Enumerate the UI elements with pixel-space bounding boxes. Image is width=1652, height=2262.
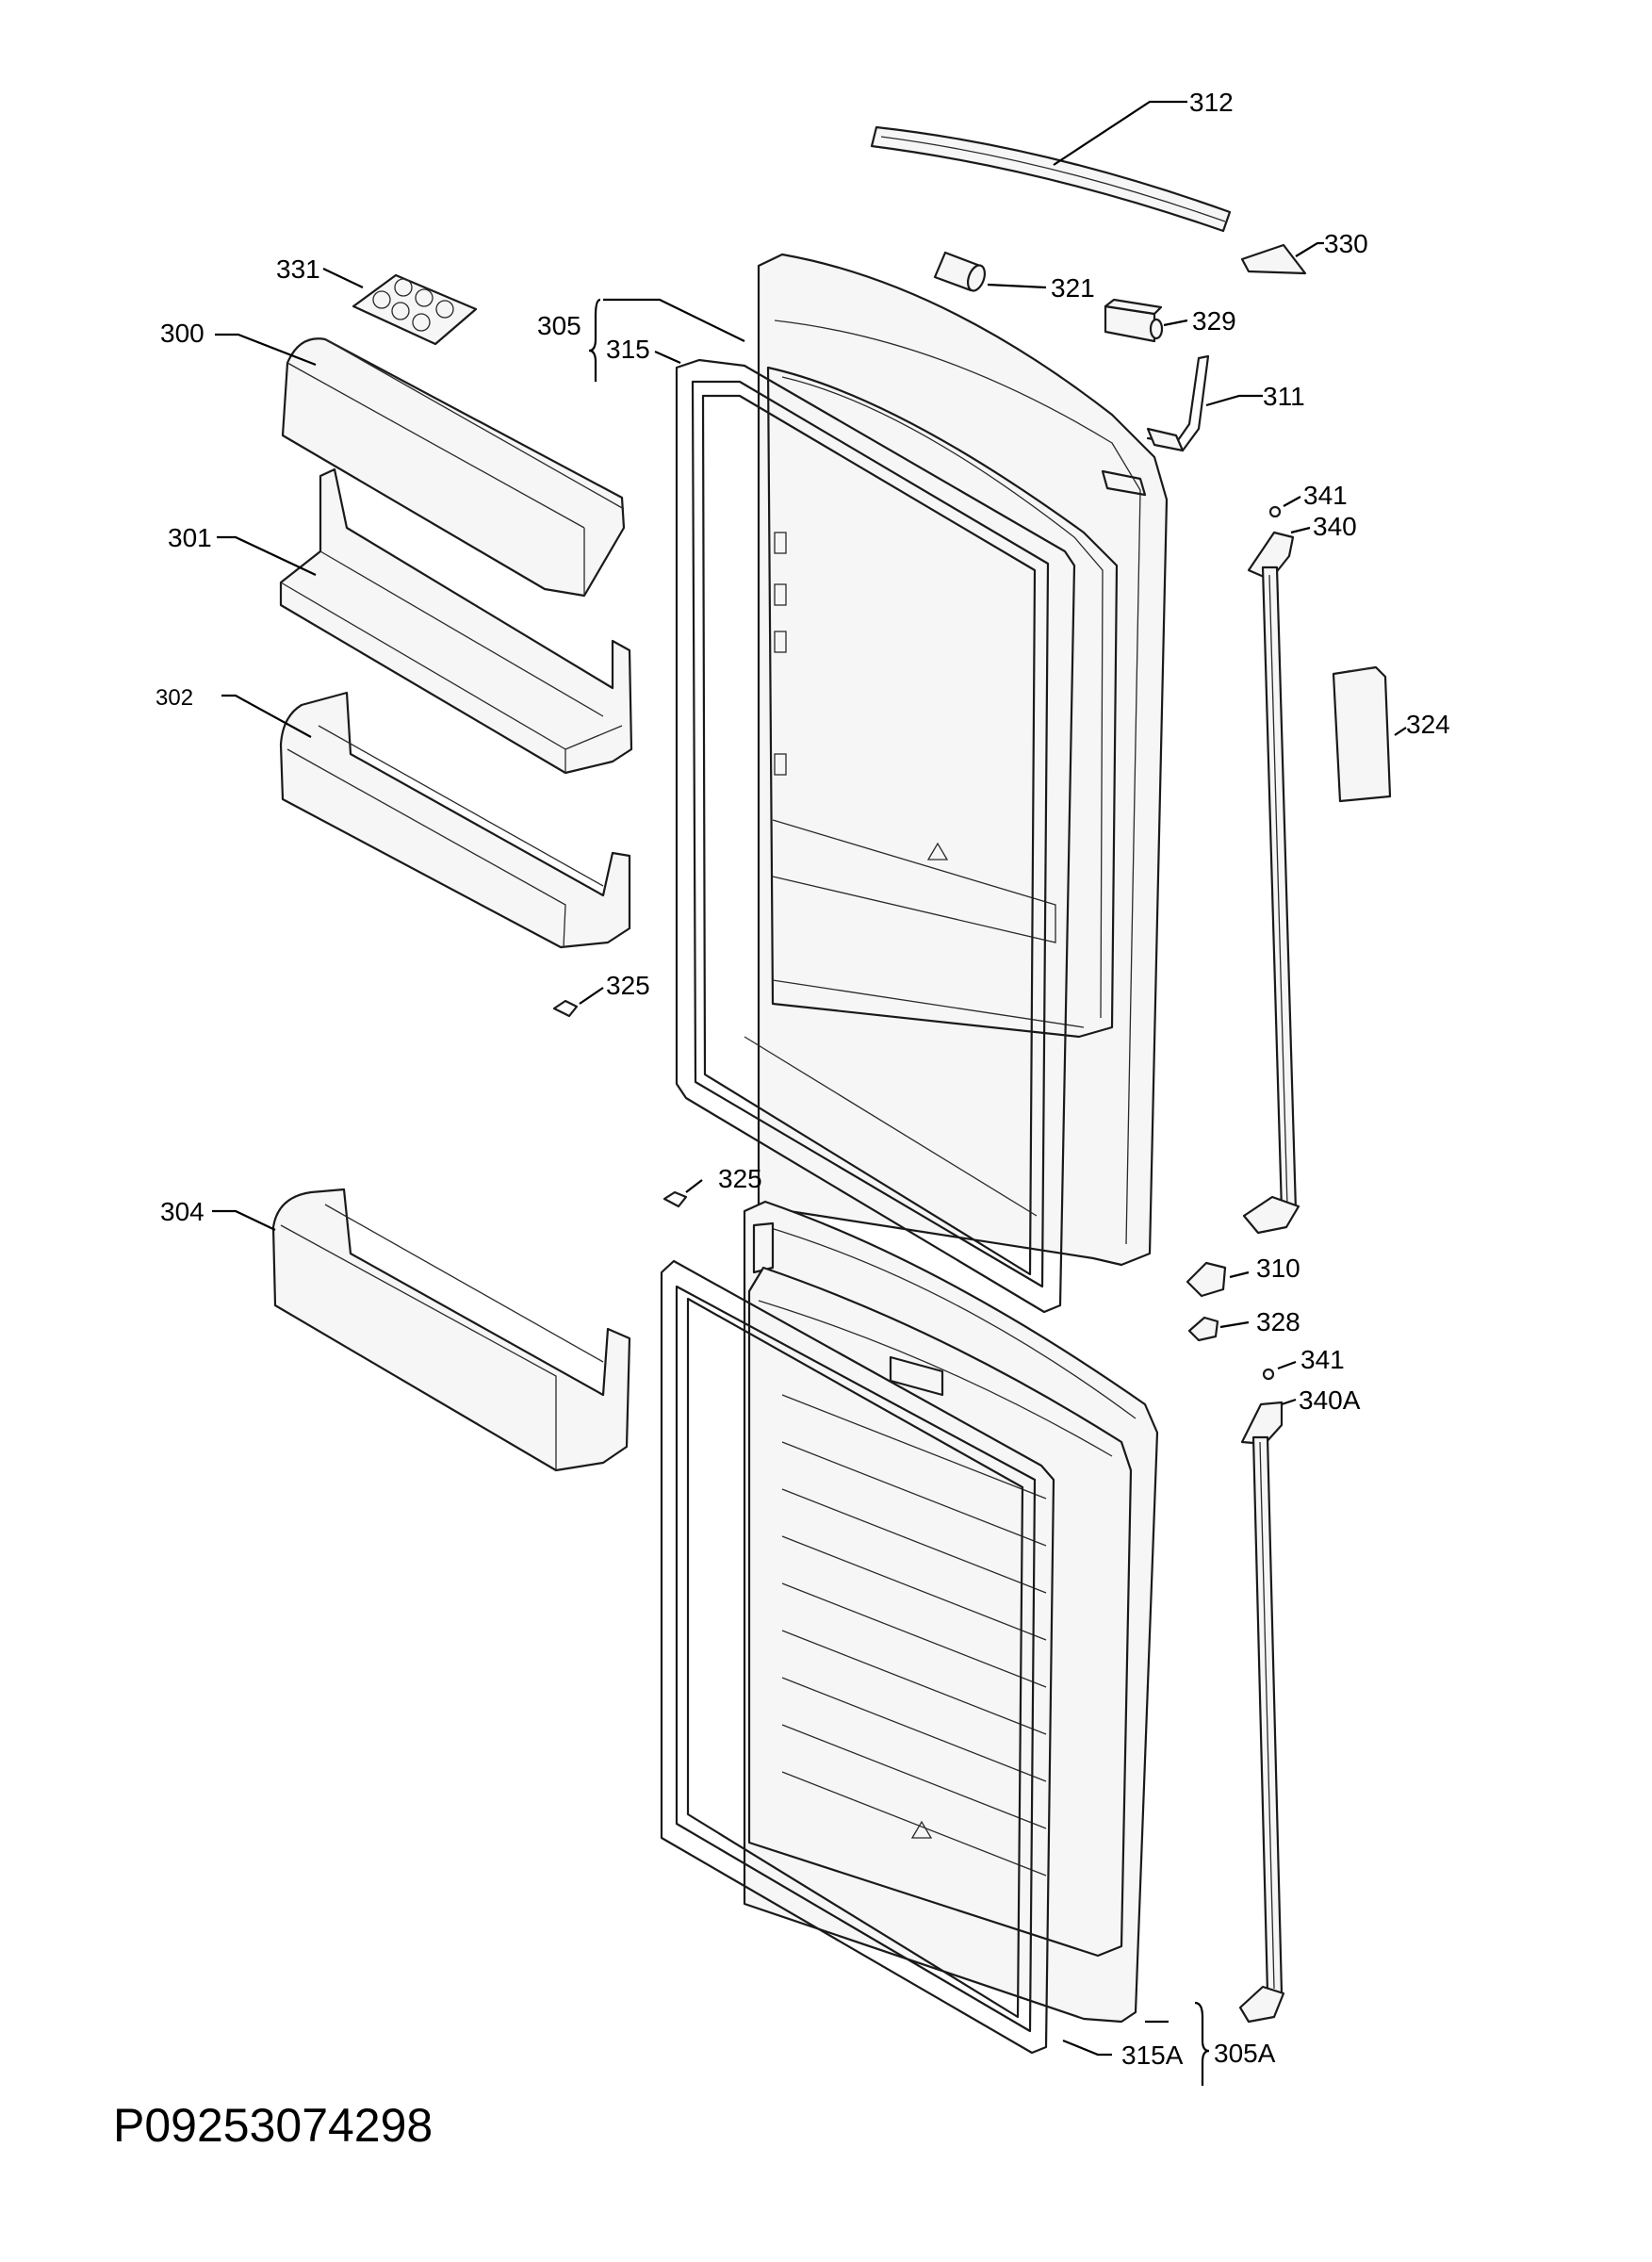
callout-324: 324 [1406, 710, 1450, 739]
part-341-screw-lower [1262, 1368, 1275, 1381]
part-330-cover-cap [1240, 243, 1307, 275]
part-328-clip [1187, 1316, 1219, 1342]
callout-304: 304 [160, 1197, 204, 1226]
document-number: P09253074298 [113, 2099, 433, 2152]
part-325-clip-lower [662, 1190, 688, 1208]
part-329-hinge-block [1104, 298, 1164, 343]
part-305A-lower-door [743, 1200, 1159, 2024]
callout-328: 328 [1256, 1307, 1300, 1336]
part-312-door-top-cover [870, 125, 1232, 233]
callout-341-lower: 341 [1300, 1345, 1345, 1374]
callout-302: 302 [155, 685, 193, 711]
part-315-upper-gasket [675, 358, 1076, 1314]
part-305-upper-door [757, 253, 1169, 1267]
part-341-screw-upper [1268, 505, 1282, 518]
part-324-cover-panel [1332, 665, 1392, 803]
callout-330: 330 [1324, 229, 1368, 258]
callout-315: 315 [606, 335, 650, 364]
part-302-door-shelf [279, 691, 631, 949]
callout-340A: 340A [1299, 1385, 1361, 1415]
part-300-dairy-lid [281, 337, 626, 598]
callout-321: 321 [1051, 273, 1095, 303]
part-321-cylinder [933, 251, 987, 292]
part-315A-lower-gasket [660, 1259, 1055, 2055]
part-331-egg-tray [352, 273, 478, 346]
part-325-clip-upper [552, 999, 579, 1018]
callout-341-upper: 341 [1303, 481, 1348, 510]
callout-301: 301 [168, 523, 212, 552]
callout-305: 305 [537, 311, 581, 340]
part-340A-door-strip-lower [1238, 1401, 1285, 2024]
part-310-latch [1186, 1261, 1227, 1298]
callout-312: 312 [1189, 88, 1234, 117]
callout-329: 329 [1192, 306, 1236, 336]
callout-300: 300 [160, 319, 204, 348]
callout-311: 311 [1263, 382, 1305, 411]
callout-315A: 315A [1121, 2041, 1184, 2070]
callout-305A: 305A [1214, 2039, 1276, 2068]
part-340-door-strip-upper [1242, 531, 1300, 1235]
callout-310: 310 [1256, 1254, 1300, 1283]
part-304-door-shelf [271, 1188, 631, 1472]
callout-331: 331 [276, 254, 320, 284]
callout-340: 340 [1313, 512, 1357, 541]
callout-325-lower: 325 [718, 1164, 762, 1193]
part-311-upper-hinge [1146, 354, 1210, 452]
part-301-door-shelf [279, 467, 633, 775]
callout-325-upper: 325 [606, 971, 650, 1000]
